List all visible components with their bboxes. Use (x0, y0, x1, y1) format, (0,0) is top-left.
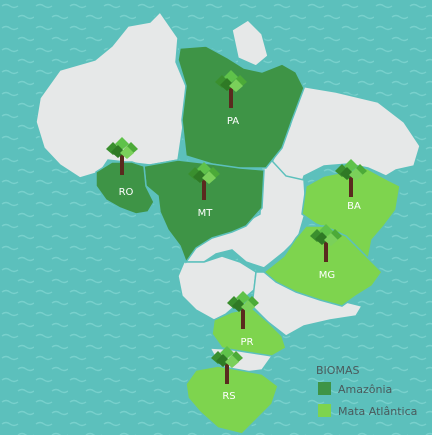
label-mg: MG (319, 270, 335, 281)
legend-label-amazonia: Amazônia (338, 383, 392, 396)
tree-markers (106, 70, 367, 384)
state-rs (185, 365, 279, 435)
state-amapa (231, 19, 269, 67)
tree-icon (188, 162, 220, 200)
legend: BIOMAS Amazônia Mata Atlântica (316, 364, 417, 418)
label-rs: RS (222, 391, 235, 402)
tree-icon (335, 159, 367, 197)
tree-icon (211, 346, 243, 384)
state-mg (262, 225, 383, 307)
legend-title: BIOMAS (316, 364, 359, 377)
label-pr: PR (241, 337, 254, 348)
amazonia-states (95, 45, 305, 264)
tree-icon (310, 224, 342, 262)
mata-atlantica-states (185, 167, 401, 435)
state-mt (143, 159, 265, 264)
label-ba: BA (347, 201, 361, 212)
legend-label-mata-atlantica: Mata Atlântica (338, 405, 417, 418)
label-mt: MT (198, 208, 214, 219)
tree-icon (106, 137, 138, 175)
label-ro: RO (119, 187, 134, 198)
label-pa: PA (227, 116, 239, 127)
tree-icon (227, 291, 259, 329)
legend-swatch-amazonia (318, 382, 331, 395)
legend-swatch-mata-atlantica (318, 404, 331, 417)
state-pa (177, 45, 305, 169)
tree-icon (215, 70, 247, 108)
state-ro (95, 161, 155, 215)
